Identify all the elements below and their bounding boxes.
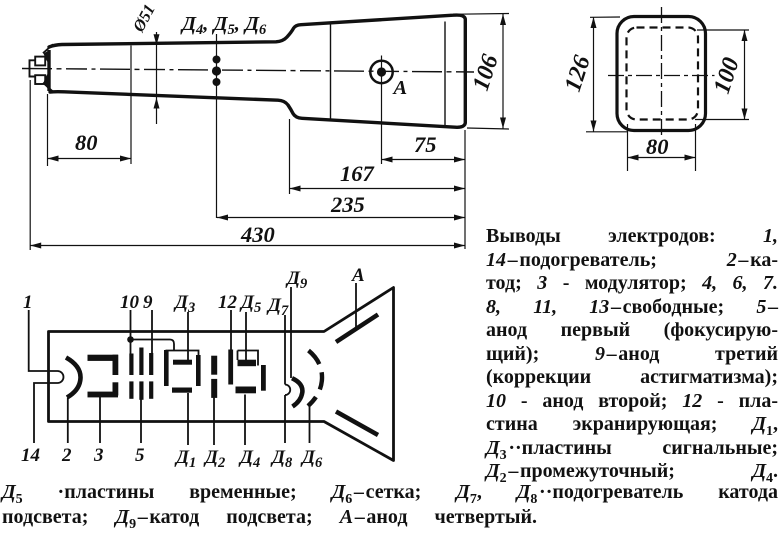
svg-text:2: 2 <box>61 445 72 466</box>
svg-text:Д6: Д6 <box>300 447 323 471</box>
svg-text:430: 430 <box>240 222 275 247</box>
svg-text:3: 3 <box>93 445 104 466</box>
svg-text:Д2: Д2 <box>203 447 225 471</box>
svg-text:Д1: Д1 <box>174 447 196 471</box>
svg-text:10: 10 <box>120 292 140 313</box>
svg-text:Д8: Д8 <box>270 447 293 471</box>
svg-text:Д7: Д7 <box>266 295 289 319</box>
svg-text:Д9: Д9 <box>285 268 307 292</box>
svg-text:9: 9 <box>143 292 153 313</box>
svg-text:Д3: Д3 <box>173 292 195 316</box>
svg-text:80: 80 <box>75 130 98 155</box>
svg-text:Д4: Д4 <box>238 447 260 471</box>
svg-text:126: 126 <box>560 53 596 95</box>
svg-text:Д5: Д5 <box>239 292 261 316</box>
svg-text:A: A <box>351 265 365 286</box>
svg-text:106: 106 <box>468 52 504 94</box>
svg-text:75: 75 <box>414 132 437 157</box>
svg-text:235: 235 <box>330 192 365 217</box>
svg-text:Ø51: Ø51 <box>128 1 159 36</box>
svg-text:Д4, Д5, Д6: Д4, Д5, Д6 <box>180 13 267 38</box>
svg-text:1: 1 <box>23 292 33 313</box>
svg-text:167: 167 <box>340 161 375 186</box>
svg-text:12: 12 <box>218 292 238 313</box>
svg-text:100: 100 <box>709 55 745 97</box>
svg-text:80: 80 <box>646 134 669 159</box>
svg-text:A: A <box>392 77 408 99</box>
svg-text:5: 5 <box>135 445 145 466</box>
svg-text:14: 14 <box>21 445 40 466</box>
